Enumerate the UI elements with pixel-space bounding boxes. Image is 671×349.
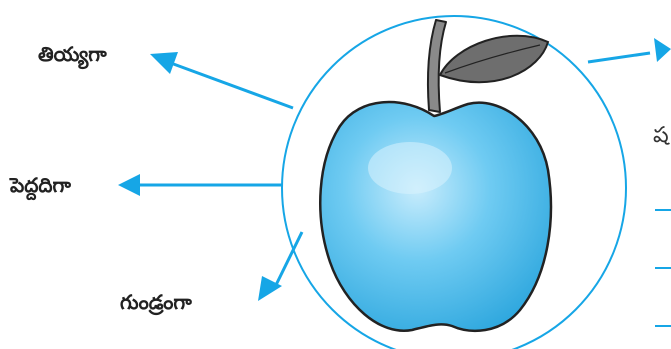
label-middle-left: పెద్దదిగా bbox=[10, 173, 71, 197]
arrow-top-left bbox=[150, 52, 294, 110]
apple-leaf bbox=[438, 34, 550, 84]
arrow-top-right bbox=[587, 38, 671, 64]
apple-highlight bbox=[368, 142, 452, 194]
arrow-bottom-left bbox=[258, 231, 304, 301]
arrow-middle-left bbox=[118, 174, 282, 196]
answer-lines bbox=[655, 209, 671, 327]
label-top-left: తియ్యగా bbox=[38, 42, 107, 66]
apple-circle bbox=[281, 15, 627, 349]
apple-stem bbox=[427, 19, 447, 113]
apple-body bbox=[319, 100, 553, 332]
label-bottom-left: గుండ్రంగా bbox=[120, 290, 192, 314]
label-right-partial: ష bbox=[653, 123, 669, 148]
